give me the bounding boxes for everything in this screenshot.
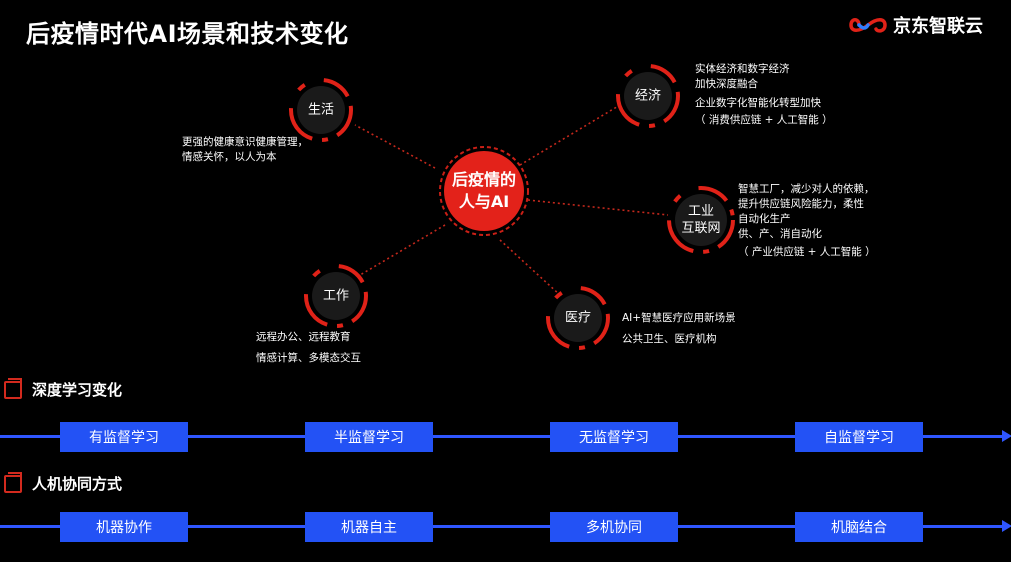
stage-brain-machine: 机脑结合 (795, 512, 923, 542)
desc-line: 自动化生产 (738, 213, 791, 225)
link-economy (519, 104, 621, 166)
desc-line: 更强的健康意识健康管理， (182, 136, 308, 148)
node-medical-description: AI+智慧医疗应用新场景 公共卫生、医疗机构 (622, 311, 736, 347)
node-life (289, 78, 353, 142)
link-life (354, 124, 436, 169)
desc-line: 远程办公、远程教育 (256, 331, 351, 343)
node-industry (667, 186, 735, 254)
stage-unsupervised: 无监督学习 (550, 422, 678, 452)
link-medical (499, 239, 561, 296)
link-industry (527, 199, 669, 216)
desc-line: 智慧工厂，减少对人的依赖， (738, 183, 875, 195)
link-work (354, 224, 446, 279)
desc-line: （ 消费供应链 + 人工智能 ） (695, 114, 833, 126)
section-box-icon (4, 471, 22, 493)
timeline-human-machine (0, 520, 1011, 532)
desc-line: 加快深度融合 (695, 78, 758, 90)
node-economy-label: 经济 (634, 88, 662, 104)
desc-line: 情感计算、多模态交互 (256, 352, 361, 364)
section-box-icon (4, 377, 22, 399)
stage-supervised: 有监督学习 (60, 422, 188, 452)
desc-line: 实体经济和数字经济 (695, 63, 790, 75)
desc-line: （ 产业供应链 + 人工智能 ） (738, 246, 876, 258)
node-industry-label: 工业 互联网 (681, 204, 721, 236)
stage-machine-autonomy: 机器自主 (305, 512, 433, 542)
jd-cloud-logo-icon (849, 18, 887, 33)
node-work-description: 远程办公、远程教育 情感计算、多模态交互 (256, 330, 361, 366)
center-node (439, 146, 529, 236)
node-medical-label: 医疗 (564, 310, 592, 326)
node-work-label: 工作 (322, 288, 350, 304)
desc-line: 公共卫生、医疗机构 (622, 333, 717, 345)
node-life-description: 更强的健康意识健康管理， 情感关怀，以人为本 (182, 135, 308, 165)
desc-line: 供、产、消自动化 (738, 228, 822, 240)
logo: 京东智联云 (849, 12, 983, 38)
logo-text: 京东智联云 (893, 16, 983, 37)
node-industry-description: 智慧工厂，减少对人的依赖， 提升供应链风险能力，柔性 自动化生产 供、产、消自动… (738, 182, 876, 260)
desc-line: 企业数字化智能化转型加快 (695, 97, 821, 109)
section-title-text: 深度学习变化 (32, 381, 123, 399)
node-life-label: 生活 (307, 102, 335, 118)
stage-multi-machine: 多机协同 (550, 512, 678, 542)
section-deep-learning-title: 深度学习变化 (4, 377, 123, 400)
timeline-deep-learning (0, 430, 1011, 442)
desc-line: 情感关怀，以人为本 (182, 151, 277, 163)
section-title-text: 人机协同方式 (32, 475, 123, 493)
node-economy (616, 64, 680, 128)
stage-semi-supervised: 半监督学习 (305, 422, 433, 452)
stage-machine-collab: 机器协作 (60, 512, 188, 542)
node-work (304, 264, 368, 328)
desc-line: 提升供应链风险能力，柔性 (738, 198, 864, 210)
center-node-label: 后疫情的 人与AI (451, 170, 517, 211)
page-title: 后疫情时代AI场景和技术变化 (26, 20, 349, 48)
section-human-machine-title: 人机协同方式 (4, 471, 123, 494)
node-economy-description: 实体经济和数字经济 加快深度融合 企业数字化智能化转型加快 （ 消费供应链 + … (695, 62, 833, 128)
node-medical (546, 286, 610, 350)
desc-line: AI+智慧医疗应用新场景 (622, 312, 736, 324)
stage-self-supervised: 自监督学习 (795, 422, 923, 452)
